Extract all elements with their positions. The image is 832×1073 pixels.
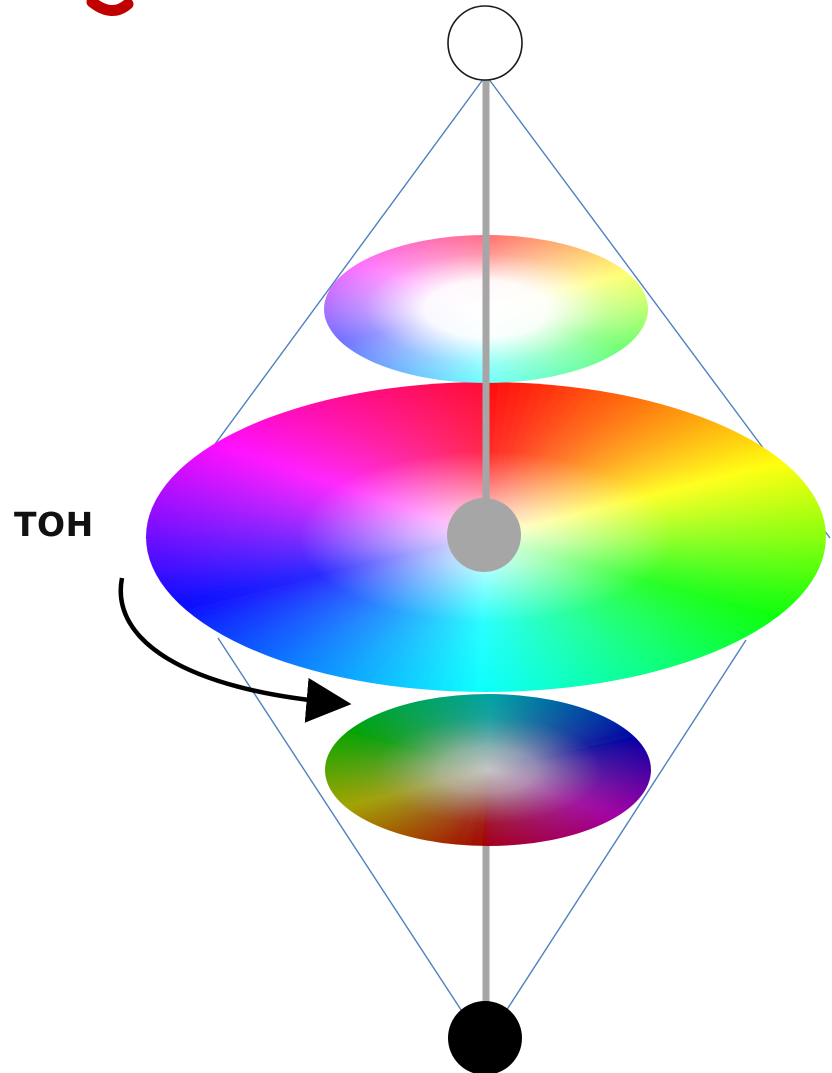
corner-accent-mark [92, 2, 128, 11]
hue-label: ТОН [14, 505, 94, 545]
dark-hue-disk [301, 683, 676, 858]
center-gray-circle [447, 498, 521, 572]
white-pole-circle [448, 6, 522, 80]
black-pole-circle [448, 1001, 522, 1073]
